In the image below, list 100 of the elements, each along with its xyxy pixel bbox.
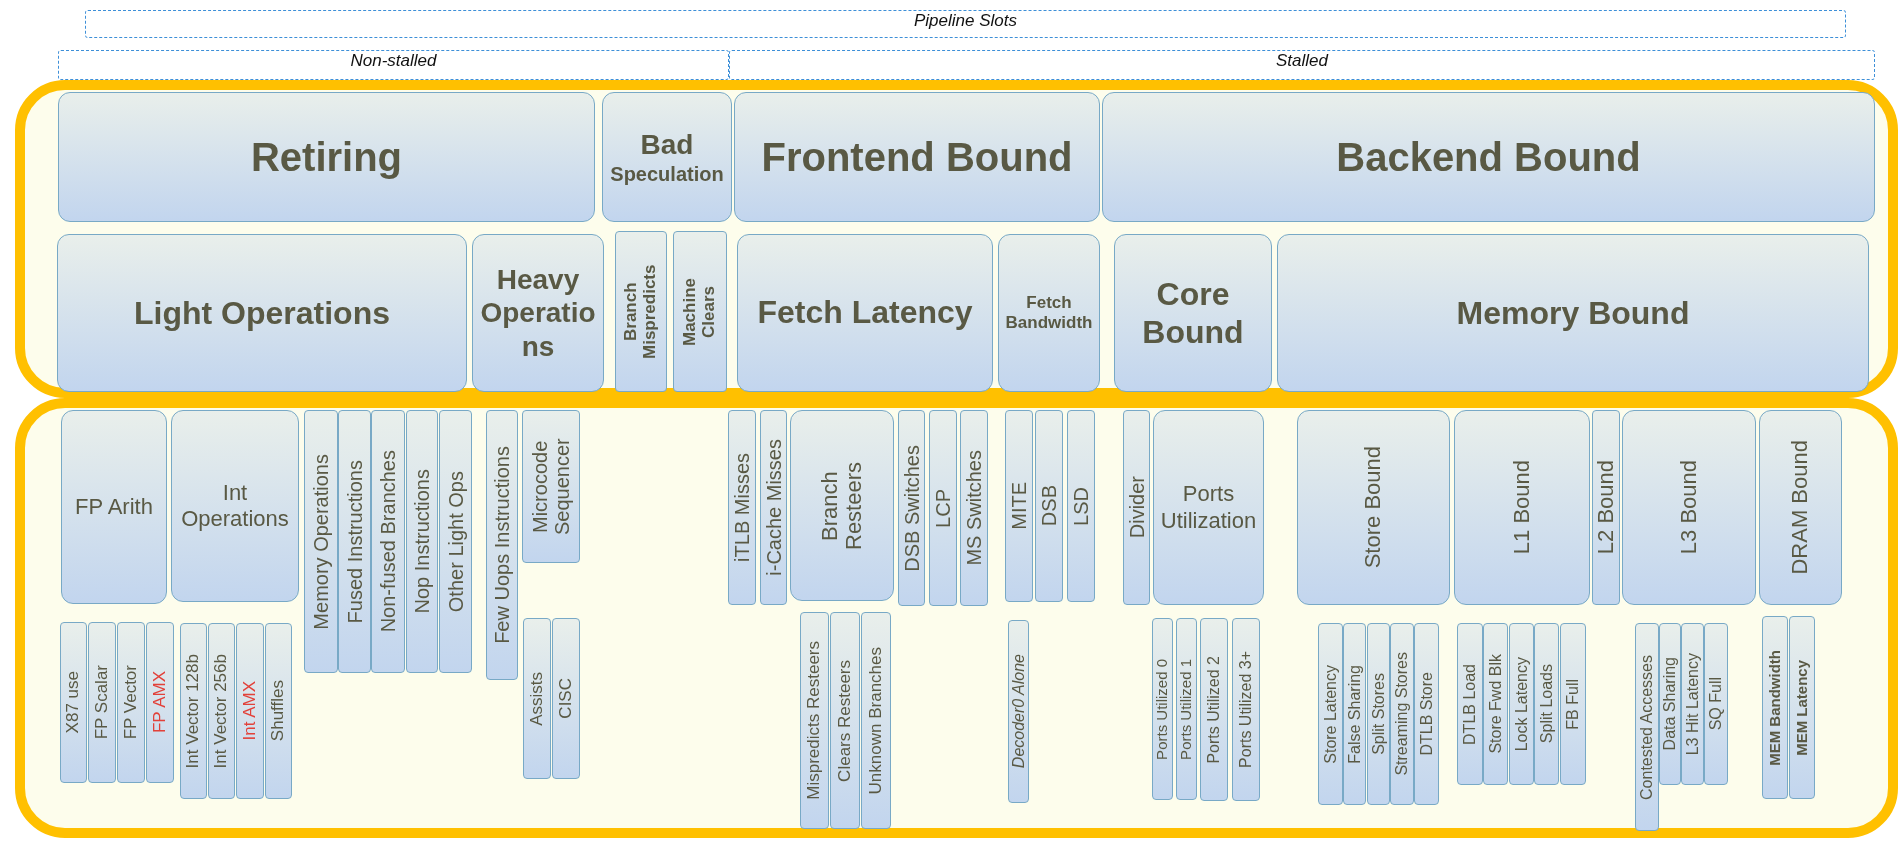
metric-label: Speculation <box>610 161 724 186</box>
metric-box <box>1343 623 1366 805</box>
metric-label: Store Bound <box>1361 446 1386 569</box>
metric-label: Divider <box>1125 476 1148 539</box>
metric-box <box>1152 618 1173 800</box>
group-panel <box>15 80 1898 398</box>
metric-label: Int Vector 256b <box>212 653 231 769</box>
metric-label: Fetch Bandwidth <box>1004 292 1094 334</box>
metric-label: DRAM Bound <box>1788 440 1813 575</box>
metric-box <box>1592 410 1620 605</box>
metric-label: Non-fused Branches <box>377 450 399 633</box>
metric-label: Int Vector 128b <box>184 653 203 769</box>
metric-label: FP Arith <box>75 493 153 521</box>
metric-box <box>1297 410 1450 605</box>
metric-box <box>117 622 145 783</box>
category-box <box>1277 234 1869 392</box>
metric-label: Nop Instructions <box>411 469 433 614</box>
metric-label: Store Fwd Blk <box>1486 654 1505 754</box>
metric-label: FP Vector <box>121 665 141 740</box>
metric-box <box>760 410 787 605</box>
metric-box <box>265 623 292 799</box>
metric-box <box>960 410 988 606</box>
category-box <box>734 92 1100 222</box>
metric-label: FP Scalar <box>92 665 112 740</box>
category-box <box>673 231 727 392</box>
metric-label: L3 Hit Latency <box>1683 652 1702 756</box>
metric-label: LSD <box>1070 486 1092 526</box>
metric-label: i-Cache Misses <box>762 439 785 576</box>
metric-box <box>830 612 860 829</box>
metric-box <box>371 410 405 673</box>
metric-box <box>1659 623 1681 785</box>
category-box <box>615 231 667 392</box>
metric-box <box>1534 623 1559 785</box>
metric-box <box>1560 623 1586 785</box>
metric-label: Ports Utilization <box>1159 481 1258 534</box>
metric-label: FP AMX <box>150 671 170 734</box>
metric-label: FB Full <box>1564 678 1582 730</box>
bracket-label: Non-stalled <box>350 51 437 72</box>
metric-box <box>439 410 472 673</box>
category-box <box>737 234 993 392</box>
metric-box <box>486 410 518 680</box>
metric-box <box>60 622 87 783</box>
metric-box <box>1318 623 1343 805</box>
metric-label: Core Bound <box>1141 274 1245 352</box>
metric-box <box>1367 623 1390 805</box>
metric-box <box>304 410 338 673</box>
metric-box <box>861 612 891 829</box>
metric-label: Unknown Branches <box>866 646 886 795</box>
metric-box <box>523 618 551 779</box>
metric-label: Fused Instructions <box>343 459 366 624</box>
metric-box <box>1789 616 1815 799</box>
metric-label: Int Operations <box>180 479 290 533</box>
metric-box <box>180 623 207 799</box>
metric-box <box>1390 623 1414 805</box>
metric-label: Data Sharing <box>1661 657 1679 751</box>
category-box <box>58 92 595 222</box>
metric-label: Few Uops Instructions <box>491 446 513 644</box>
metric-label: Machine Clears <box>681 276 719 348</box>
metric-label: MEM Latency <box>1793 659 1811 756</box>
metric-label: SQ Full <box>1707 677 1725 731</box>
metric-label: Retiring <box>250 134 403 181</box>
category-box <box>998 234 1100 392</box>
metric-label: Backend Bound <box>1336 134 1641 181</box>
metric-label: Memory Bound <box>1456 293 1690 333</box>
metric-label: DSB <box>1038 485 1060 527</box>
metric-box <box>1176 618 1197 800</box>
group-panel <box>15 398 1898 838</box>
metric-label: Store Latency <box>1321 664 1340 764</box>
category-box <box>472 234 604 392</box>
metric-label: Microcode Sequencer <box>529 437 573 537</box>
metric-label: Split Stores <box>1369 673 1388 755</box>
category-box <box>602 92 732 222</box>
metric-box <box>1200 618 1228 801</box>
metric-box <box>1509 623 1534 785</box>
metric-label: DTLB Load <box>1461 663 1479 745</box>
metric-label: Decoder0 Alone <box>1009 654 1028 769</box>
metric-box <box>552 618 580 779</box>
metric-label: Ports Utilized 3+ <box>1237 651 1255 768</box>
metric-label: Contested Accesses <box>1638 654 1656 800</box>
metric-box <box>1457 623 1483 785</box>
metric-box <box>1414 623 1439 805</box>
metric-label: L3 Bound <box>1676 460 1702 555</box>
metric-box <box>1704 623 1728 785</box>
metric-label: Light Operations <box>134 293 390 333</box>
metric-box <box>1005 410 1033 602</box>
metric-box <box>1681 623 1704 785</box>
metric-box <box>800 612 829 829</box>
metric-label: Mispredicts Resteers <box>805 641 824 800</box>
metric-box <box>1759 410 1842 605</box>
metric-box <box>88 622 116 783</box>
metric-label: Ports Utilized 2 <box>1205 655 1223 764</box>
metric-box <box>1483 623 1508 785</box>
metric-label: X87 use <box>64 671 83 734</box>
metric-box <box>171 410 299 602</box>
metric-label: L1 Bound <box>1509 460 1535 555</box>
metric-label: DTLB Store <box>1417 672 1436 756</box>
metric-label: MITE <box>1008 482 1030 530</box>
metric-label: Streaming Stores <box>1393 652 1411 776</box>
metric-box <box>208 623 235 799</box>
metric-box <box>1635 623 1659 831</box>
